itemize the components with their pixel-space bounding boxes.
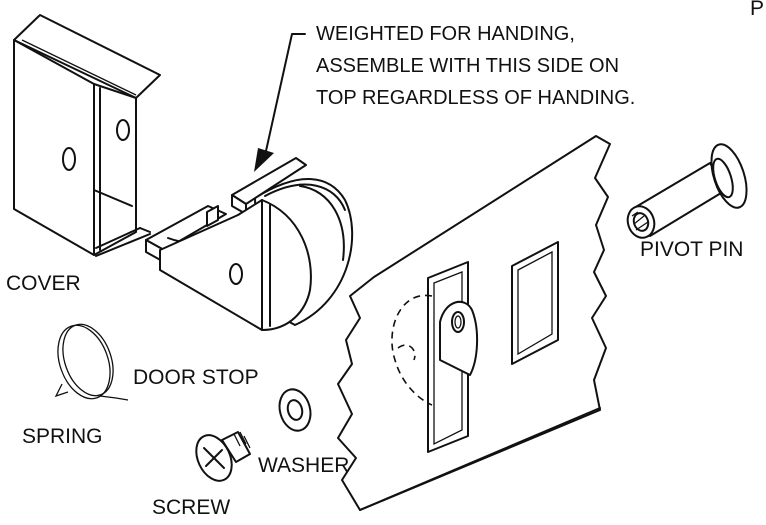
pivot-pin-label: PIVOT PIN bbox=[640, 238, 743, 261]
corner-label: P bbox=[750, 0, 764, 20]
spring-part bbox=[54, 323, 129, 401]
note-line-2: ASSEMBLE WITH THIS SIDE ON bbox=[316, 55, 619, 77]
note-line-1: WEIGHTED FOR HANDING, bbox=[316, 23, 575, 45]
door-stop-label: DOOR STOP bbox=[133, 366, 259, 389]
washer-label: WASHER bbox=[258, 454, 349, 477]
screw-part bbox=[195, 431, 251, 482]
note-line-3: TOP REGARDLESS OF HANDING. bbox=[316, 87, 635, 109]
pivot-pin-part bbox=[626, 143, 748, 239]
spring-label: SPRING bbox=[22, 425, 103, 448]
cover-part bbox=[13, 14, 161, 257]
note-leader-arrow bbox=[254, 33, 306, 172]
screw-label: SCREW bbox=[152, 496, 230, 519]
washer-part bbox=[278, 388, 312, 432]
note-text: WEIGHTED FOR HANDING, ASSEMBLE WITH THIS… bbox=[316, 23, 635, 109]
door-stop-part bbox=[145, 157, 354, 331]
cover-label: COVER bbox=[6, 272, 81, 295]
door-panel-part bbox=[337, 135, 611, 511]
